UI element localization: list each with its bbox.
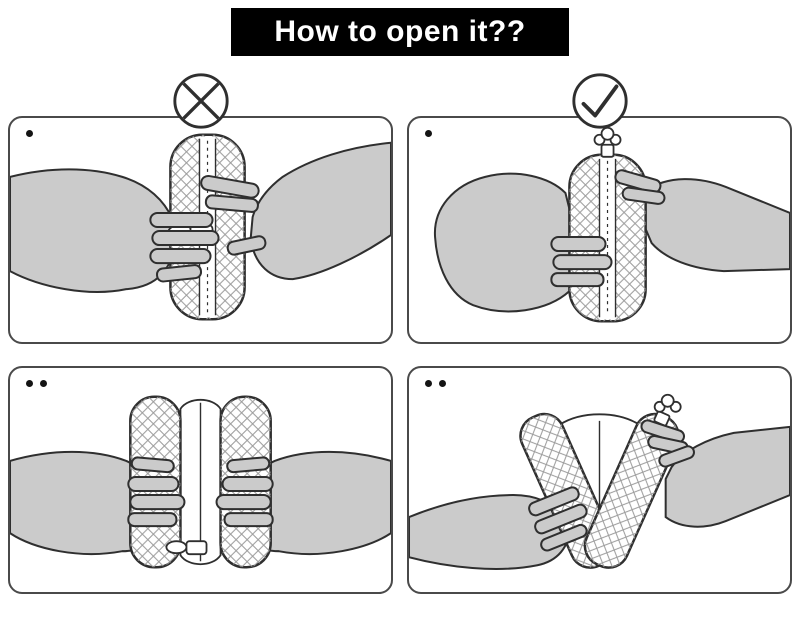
title-bar: How to open it??	[0, 8, 800, 56]
right-hand-fingers	[614, 169, 666, 205]
pouch-inner-lining	[179, 398, 222, 566]
cross-icon	[170, 70, 232, 132]
right-hand-fingers	[640, 419, 695, 468]
right-open-illustration	[409, 393, 790, 570]
left-hand-fingers	[127, 456, 186, 528]
panel-right-open	[407, 366, 792, 594]
step-dots	[26, 130, 33, 137]
left-hand-fingers	[149, 211, 220, 283]
page: How to open it??	[0, 8, 800, 594]
step-dots	[425, 130, 432, 137]
step-dot	[26, 130, 33, 137]
step-dots	[26, 380, 47, 387]
zipper-pull-charm	[653, 393, 682, 427]
zipper-pull-charm	[593, 126, 622, 158]
step-dot	[439, 380, 446, 387]
right-hold-illustration	[434, 126, 790, 323]
right-arm	[249, 141, 391, 281]
wrong-open-illustration	[10, 395, 391, 569]
check-icon	[569, 70, 631, 132]
step-dot	[425, 130, 432, 137]
right-hand-fingers	[200, 174, 267, 256]
left-hand-fingers	[550, 236, 613, 288]
panel-wrong-hold	[8, 73, 393, 344]
right-arm	[664, 425, 790, 528]
step-dot	[425, 380, 432, 387]
step-dot	[26, 380, 33, 387]
panel-wrong-open	[8, 366, 393, 594]
left-hand-fingers	[528, 486, 588, 552]
right-hand-fingers	[215, 456, 274, 528]
left-hand-palm	[434, 172, 571, 313]
panel-right-hold	[407, 73, 792, 344]
wrong-hold-illustration	[10, 133, 391, 321]
right-arm	[644, 178, 790, 273]
step-dots	[425, 380, 446, 387]
page-title: How to open it??	[231, 8, 569, 56]
step-dot	[40, 380, 47, 387]
left-arm	[10, 168, 176, 293]
panels-grid	[8, 73, 792, 594]
zipper-slider	[165, 540, 208, 556]
